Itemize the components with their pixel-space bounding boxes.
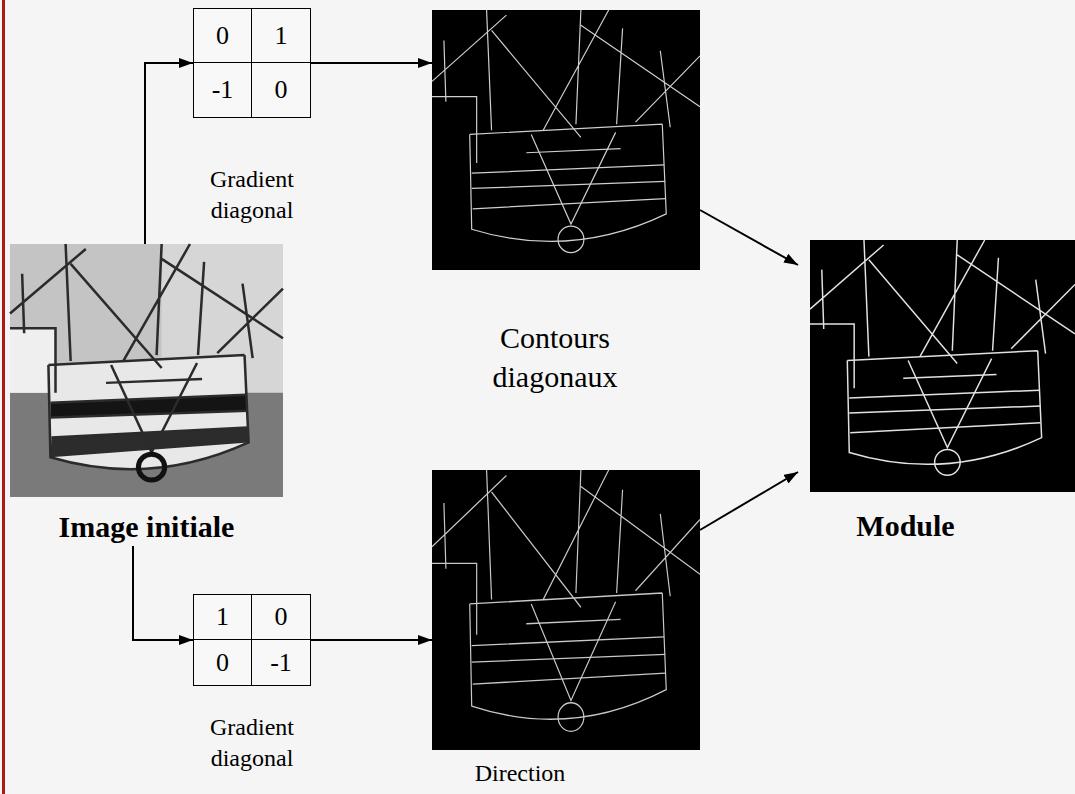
- kernel-cell: 0: [252, 63, 310, 117]
- arrow-connector: [133, 546, 193, 640]
- kernel-grid: 100-1: [193, 594, 311, 686]
- image-node: Direction: [432, 470, 700, 789]
- arrow-connector: [700, 472, 798, 530]
- image-caption: Direction: [420, 758, 620, 789]
- edge-image: [432, 470, 700, 750]
- arrow-connector: [311, 62, 432, 64]
- image-caption: Image initiale: [10, 507, 283, 546]
- kernel-node: 100-1Gradient diagonal: [193, 594, 311, 774]
- edge-image: [432, 10, 700, 270]
- image-frame: [810, 240, 1075, 492]
- kernel-cell: 1: [252, 9, 310, 63]
- kernel-cell: 0: [194, 640, 252, 685]
- arrow-connector: [311, 639, 432, 641]
- image-node: Image initiale: [10, 244, 283, 546]
- kernel-node: 01-10Gradient diagonal: [193, 8, 311, 226]
- kernel-cell: 1: [194, 595, 252, 640]
- image-node: Contours diagonaux: [432, 10, 700, 396]
- arrow-connector: [145, 63, 193, 244]
- kernel-caption: Gradient diagonal: [182, 712, 322, 774]
- kernel-cell: 0: [194, 9, 252, 63]
- image-frame: [10, 244, 283, 497]
- kernel-cell: 0: [252, 595, 310, 640]
- boat-photo: [10, 244, 283, 497]
- image-frame: [432, 10, 700, 270]
- image-node: Module: [810, 240, 1075, 545]
- arrow-connector: [700, 210, 798, 265]
- image-caption: Contours diagonaux: [455, 318, 655, 396]
- accent-bar: [2, 0, 5, 794]
- kernel-cell: -1: [252, 640, 310, 685]
- image-caption: Module: [806, 506, 1006, 545]
- kernel-caption: Gradient diagonal: [182, 164, 322, 226]
- kernel-cell: -1: [194, 63, 252, 117]
- kernel-grid: 01-10: [193, 8, 311, 118]
- image-frame: [432, 470, 700, 750]
- edge-image: [810, 240, 1075, 492]
